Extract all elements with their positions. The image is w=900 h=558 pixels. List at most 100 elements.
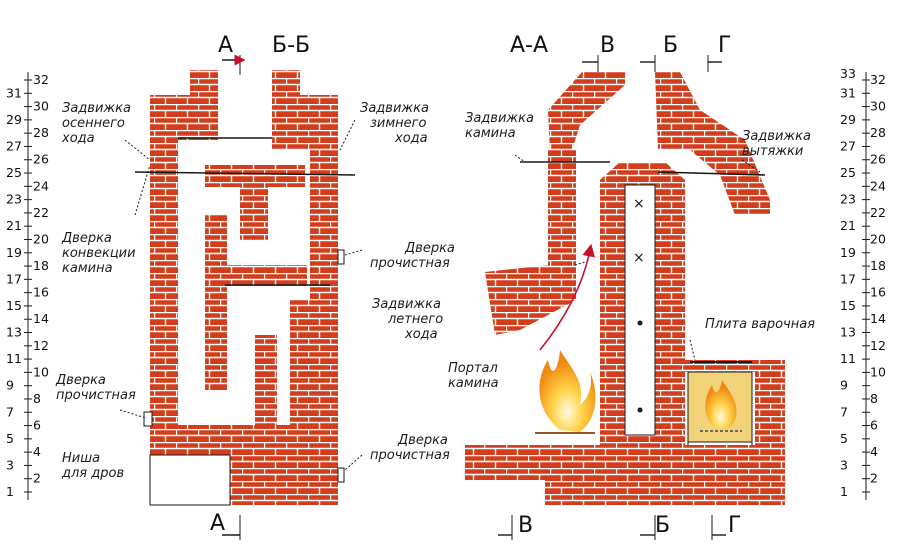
stove-flame bbox=[705, 380, 737, 429]
section-v-bottom: В bbox=[518, 513, 533, 538]
bb-left-wall bbox=[150, 140, 178, 425]
row-number: 29 bbox=[6, 112, 22, 127]
wood-niche-label: Ниша для дров bbox=[61, 451, 124, 481]
winter-valve-label: Задвижка зимнего хода bbox=[360, 101, 433, 146]
row-number: 10 bbox=[870, 364, 886, 379]
section-titles: А Б-Б А А-А В Б Г В Б Г bbox=[210, 33, 741, 538]
aa-stove-right bbox=[755, 360, 785, 480]
row-number: 26 bbox=[33, 152, 49, 167]
row-scale-right: 33 3231302928272625242322212019181716151… bbox=[840, 66, 886, 500]
section-b-top: Б bbox=[663, 33, 678, 58]
section-aa-view: × × bbox=[465, 72, 785, 505]
row-number: 5 bbox=[840, 431, 848, 446]
row-number: 1 bbox=[840, 484, 848, 499]
row-number: 15 bbox=[6, 298, 22, 313]
row-number: 3 bbox=[840, 457, 848, 472]
section-bb-view bbox=[134, 70, 356, 506]
right-labels: Задвижка камина Задвижка вытяжки Плита в… bbox=[465, 111, 815, 332]
airflow-arrow bbox=[539, 243, 596, 351]
row-number: 1 bbox=[6, 484, 14, 499]
row-number: 8 bbox=[870, 391, 878, 406]
row-number: 2 bbox=[870, 471, 878, 486]
cleaning-door-bottom-label: Дверка прочистная bbox=[370, 433, 452, 463]
autumn-valve-line bbox=[134, 171, 356, 176]
row-number: 11 bbox=[6, 351, 22, 366]
row-number: 11 bbox=[840, 351, 856, 366]
row-number: 19 bbox=[840, 245, 856, 260]
row-number: 24 bbox=[870, 178, 886, 193]
row-number: 28 bbox=[33, 125, 49, 140]
aa-left-wall bbox=[548, 150, 576, 265]
row-number: 10 bbox=[33, 364, 49, 379]
bb-baffle-mid bbox=[227, 265, 307, 287]
section-markers-bb bbox=[222, 54, 246, 540]
bb-base bbox=[150, 425, 338, 455]
section-a-bottom: А bbox=[210, 511, 225, 536]
aa-chimney-right bbox=[655, 72, 770, 215]
row-number: 25 bbox=[840, 165, 856, 180]
section-markers-aa bbox=[498, 55, 726, 540]
row-number: 12 bbox=[33, 338, 49, 353]
section-a-top: А bbox=[218, 33, 233, 58]
row-number: 27 bbox=[6, 138, 22, 153]
row-number: 29 bbox=[840, 112, 856, 127]
row-number: 27 bbox=[840, 138, 856, 153]
aa-base bbox=[465, 445, 755, 480]
exhaust-valve-line bbox=[657, 171, 766, 176]
convection-door-label: Дверка конвекции камина bbox=[61, 231, 140, 276]
row-number: 20 bbox=[870, 231, 886, 246]
row-number: 24 bbox=[33, 178, 49, 193]
bb-baffle-left bbox=[205, 215, 227, 390]
row-number: 18 bbox=[870, 258, 886, 273]
bb-baffle-right2 bbox=[290, 300, 310, 445]
row-number: 6 bbox=[870, 418, 878, 433]
row-scale-right-ticks: 3231302928272625242322212019181716151413… bbox=[840, 72, 886, 499]
row-number: 31 bbox=[840, 85, 856, 100]
center-labels: Задвижка зимнего хода Дверка прочистная … bbox=[360, 101, 499, 463]
autumn-valve-label: Задвижка осеннего хода bbox=[61, 101, 135, 146]
row-number: 22 bbox=[870, 205, 886, 220]
row-number: 15 bbox=[840, 298, 856, 313]
leader-lines-right bbox=[514, 154, 761, 361]
row-number: 6 bbox=[33, 418, 41, 433]
svg-text:×: × bbox=[633, 250, 645, 266]
row-number: 25 bbox=[6, 165, 22, 180]
row-number: 16 bbox=[33, 285, 49, 300]
row-number: 19 bbox=[6, 245, 22, 260]
row-number: 17 bbox=[840, 271, 856, 286]
row-number: 4 bbox=[33, 444, 41, 459]
row-number: 13 bbox=[840, 325, 856, 340]
cleaning-door-bottom-marker bbox=[337, 467, 345, 483]
fireplace-flame bbox=[539, 350, 596, 432]
row-scale-right-top: 33 bbox=[840, 66, 856, 81]
row-number: 21 bbox=[840, 218, 856, 233]
row-number: 7 bbox=[6, 404, 14, 419]
row-number: 23 bbox=[840, 192, 856, 207]
cleaning-door-left-marker bbox=[143, 411, 153, 427]
cleaning-door-left-label: Дверка прочистная bbox=[55, 373, 136, 403]
leader-lines-left bbox=[119, 119, 363, 471]
fireplace-valve-label: Задвижка камина bbox=[465, 111, 538, 141]
row-number: 8 bbox=[33, 391, 41, 406]
section-v-top: В bbox=[600, 33, 615, 58]
row-number: 14 bbox=[870, 311, 886, 326]
row-scale-left-ticks: 3231302928272625242322212019181716151413… bbox=[6, 72, 49, 499]
row-scale-left: 3231302928272625242322212019181716151413… bbox=[6, 72, 49, 500]
bb-baffle-center bbox=[240, 185, 268, 240]
exhaust-valve-label: Задвижка вытяжки bbox=[742, 129, 815, 159]
section-bb-title: Б-Б bbox=[272, 33, 310, 58]
aa-chimney-left bbox=[548, 72, 625, 150]
row-number: 9 bbox=[840, 378, 848, 393]
row-number: 16 bbox=[870, 285, 886, 300]
row-number: 21 bbox=[6, 218, 22, 233]
cleaning-door-mid-marker bbox=[337, 249, 345, 265]
row-number: 31 bbox=[6, 85, 22, 100]
aa-channel bbox=[624, 184, 656, 436]
row-number: 32 bbox=[870, 72, 886, 87]
aa-hood bbox=[485, 262, 576, 335]
section-b-bottom: Б bbox=[655, 513, 670, 538]
row-number: 7 bbox=[840, 404, 848, 419]
section-aa-title: А-А bbox=[510, 33, 548, 58]
summer-valve-label: Задвижка летнего хода bbox=[372, 297, 447, 342]
